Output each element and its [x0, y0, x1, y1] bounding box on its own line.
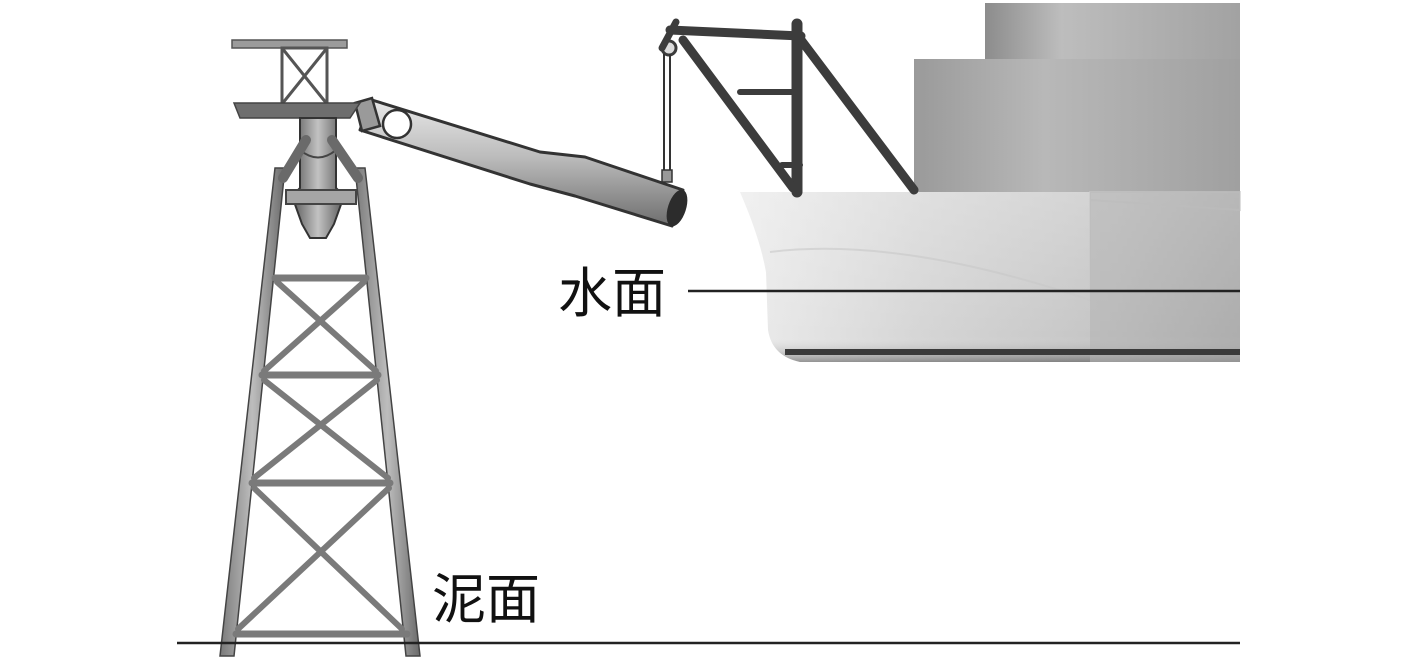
swivel-collar [285, 189, 357, 205]
water-surface-label: 水面 [558, 262, 666, 325]
ship [740, 3, 1241, 362]
ship-crane-frame [658, 18, 919, 198]
hull-shading [769, 191, 1241, 302]
jacket-bracing [232, 274, 411, 638]
crane-strut-front [678, 35, 798, 193]
top-x-frame [280, 46, 329, 106]
hoist-cable [661, 54, 673, 183]
swivel-column [290, 117, 346, 239]
deck [232, 102, 362, 119]
arm-coupling [353, 96, 382, 133]
jacket-platform [219, 39, 421, 657]
ship-superstructure [914, 59, 1240, 194]
mud-surface-label: 泥面 [432, 568, 540, 631]
loading-arm [353, 96, 688, 228]
crane-boom-tip [658, 18, 680, 52]
loading-arm-end [666, 189, 688, 227]
jacket-leg-right [354, 167, 421, 657]
ship-upper-deckhouse [985, 3, 1240, 61]
arm-joint [381, 108, 413, 140]
crane-top-beam [665, 25, 806, 41]
jacket-leg-left [219, 167, 286, 657]
crane-strut-rear [796, 35, 919, 195]
